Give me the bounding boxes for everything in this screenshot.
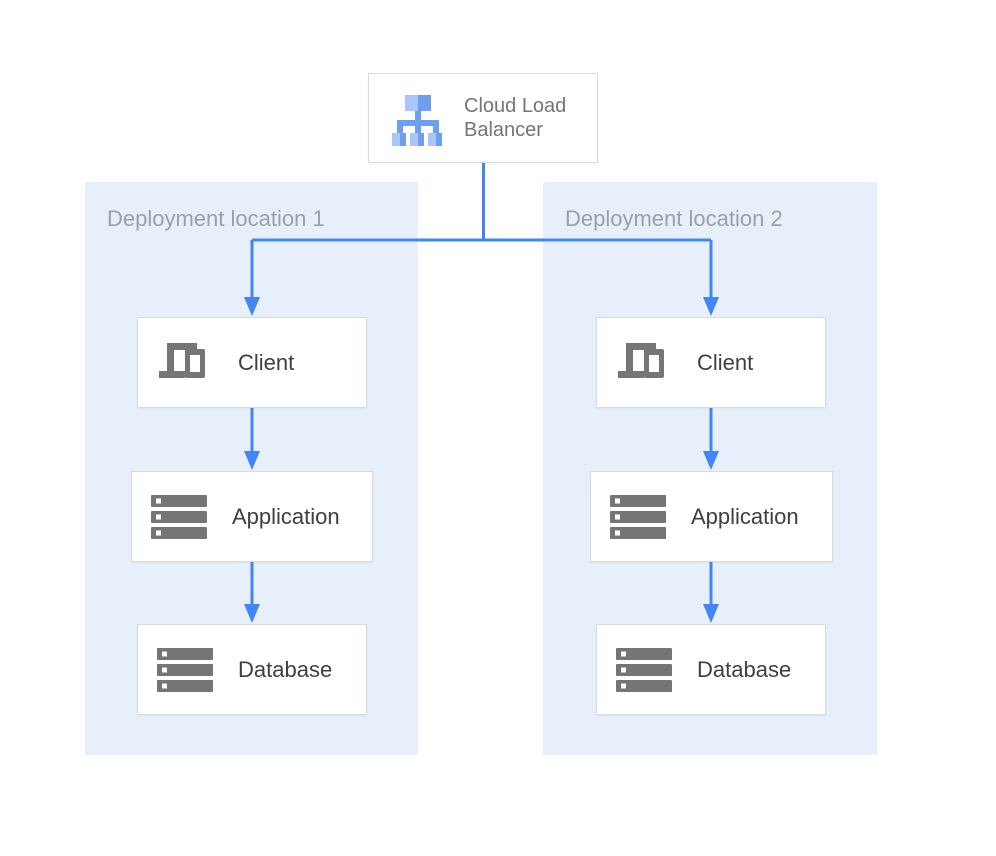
node-label: Application bbox=[232, 503, 340, 529]
node-label: Client bbox=[697, 349, 754, 375]
load-balancer-label: Cloud Load Balancer bbox=[464, 95, 567, 141]
servers-icon bbox=[150, 494, 210, 540]
application-node-location-1: Application bbox=[131, 471, 373, 562]
cloud-load-balancer-node: Cloud Load Balancer bbox=[368, 73, 598, 163]
node-label: Database bbox=[238, 656, 333, 682]
load-balancer-icon bbox=[387, 87, 449, 149]
client-node-location-2: Client bbox=[596, 317, 826, 408]
deployment-location-2-title: Deployment location 2 bbox=[565, 206, 783, 231]
servers-icon bbox=[609, 494, 669, 540]
database-node-location-1: Database bbox=[137, 624, 367, 715]
client-node-location-1: Client bbox=[137, 317, 367, 408]
database-node-location-2: Database bbox=[596, 624, 826, 715]
node-label: Database bbox=[697, 656, 792, 682]
servers-icon bbox=[615, 647, 675, 693]
deployment-location-1-title: Deployment location 1 bbox=[107, 206, 325, 231]
devices-icon bbox=[156, 340, 216, 386]
node-label: Application bbox=[691, 503, 799, 529]
devices-icon bbox=[615, 340, 675, 386]
application-node-location-2: Application bbox=[590, 471, 833, 562]
node-label: Client bbox=[238, 349, 295, 375]
servers-icon bbox=[156, 647, 216, 693]
